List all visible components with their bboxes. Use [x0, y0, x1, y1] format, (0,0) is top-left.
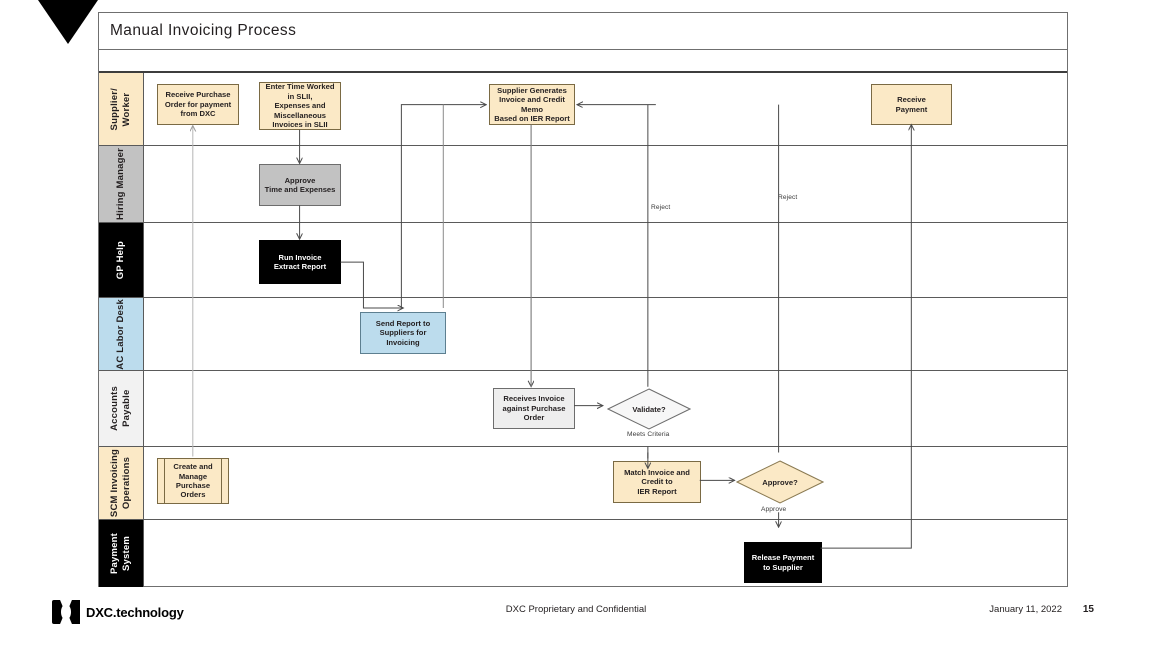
- footer-date: January 11, 2022: [989, 604, 1062, 615]
- lane-label-accounts-payable: Accounts Payable: [109, 386, 132, 431]
- lane-ac-labor-desk: AC Labor Desk Send Report to Suppliers f…: [99, 298, 1067, 371]
- lane-label-payment-system: Payment System: [109, 533, 132, 575]
- lane-body-supplier-worker: Receive Purchase Order for payment from …: [144, 73, 1067, 145]
- lane-label-hiring-manager: Hiring Manager: [115, 148, 126, 220]
- node-create-manage-po[interactable]: Create and Manage Purchase Orders: [157, 458, 229, 504]
- page-footer: DXC.technology DXC Proprietary and Confi…: [0, 588, 1152, 648]
- dxc-logo-icon: [52, 600, 80, 624]
- lane-body-gp-help: Run Invoice Extract Report: [144, 223, 1067, 297]
- node-receive-purchase-order[interactable]: Receive Purchase Order for payment from …: [157, 84, 239, 125]
- lane-header-hiring-manager: Hiring Manager: [99, 146, 144, 222]
- lane-body-hiring-manager: Approve Time and Expenses Reject Reject: [144, 146, 1067, 222]
- node-supplier-generates-invoice[interactable]: Supplier Generates Invoice and Credit Me…: [489, 84, 575, 125]
- lane-label-supplier-worker: Supplier/ Worker: [109, 87, 132, 131]
- node-send-report-suppliers[interactable]: Send Report to Suppliers for Invoicing: [360, 312, 446, 354]
- edge-label-approve: Approve: [759, 506, 789, 513]
- page-title: Manual Invoicing Process: [110, 22, 297, 39]
- node-release-payment[interactable]: Release Payment to Supplier: [744, 542, 822, 583]
- lane-container: Supplier/ Worker Receive Purchase Order …: [99, 73, 1067, 587]
- footer-page-number: 15: [1082, 604, 1094, 615]
- lane-body-payment-system: Release Payment to Supplier: [144, 520, 1067, 587]
- lane-payment-system: Payment System Release Payment to Suppli…: [99, 520, 1067, 587]
- lane-label-scm-invoicing: SCM Invoicing Operations: [109, 448, 132, 518]
- corner-triangle-icon: [38, 0, 98, 44]
- lane-header-scm-invoicing: SCM Invoicing Operations: [99, 447, 144, 519]
- dxc-logo: DXC.technology: [52, 600, 184, 624]
- lane-header-ac-labor-desk: AC Labor Desk: [99, 298, 144, 370]
- node-approve-decision[interactable]: Approve?: [736, 460, 824, 504]
- node-match-invoice-credit[interactable]: Match Invoice and Credit to IER Report: [613, 461, 701, 503]
- dxc-logo-text: DXC.technology: [86, 604, 184, 620]
- diagram-subtitle-band: [99, 50, 1067, 73]
- swimlane-diagram: Manual Invoicing Process Supplier/ Worke…: [98, 12, 1068, 587]
- node-receives-invoice[interactable]: Receives Invoice against Purchase Order: [493, 388, 575, 429]
- lane-scm-invoicing: SCM Invoicing Operations Create and Mana…: [99, 447, 1067, 520]
- lane-hiring-manager: Hiring Manager Approve Time and Expenses…: [99, 146, 1067, 223]
- lane-label-ac-labor-desk: AC Labor Desk: [115, 298, 126, 370]
- node-enter-time-worked[interactable]: Enter Time Worked in SLII, Expenses and …: [259, 82, 341, 130]
- lane-header-gp-help: GP Help: [99, 223, 144, 297]
- node-validate-label: Validate?: [632, 404, 666, 414]
- confidentiality-notice: DXC Proprietary and Confidential: [505, 604, 647, 615]
- lane-header-payment-system: Payment System: [99, 520, 144, 587]
- node-validate[interactable]: Validate?: [607, 388, 691, 430]
- node-run-invoice-extract[interactable]: Run Invoice Extract Report: [259, 240, 341, 284]
- lane-body-ac-labor-desk: Send Report to Suppliers for Invoicing: [144, 298, 1067, 370]
- lane-body-scm-invoicing: Create and Manage Purchase Orders Match …: [144, 447, 1067, 519]
- node-approve-time-expenses[interactable]: Approve Time and Expenses: [259, 164, 341, 206]
- edge-label-meets-criteria: Meets Criteria: [625, 431, 672, 438]
- edge-label-reject-2: Reject: [776, 194, 800, 201]
- lane-body-accounts-payable: Receives Invoice against Purchase Order …: [144, 371, 1067, 446]
- lane-accounts-payable: Accounts Payable Receives Invoice agains…: [99, 371, 1067, 447]
- edge-label-reject-1: Reject: [649, 204, 673, 211]
- lane-label-gp-help: GP Help: [115, 240, 126, 280]
- lane-header-supplier-worker: Supplier/ Worker: [99, 73, 144, 145]
- lane-supplier-worker: Supplier/ Worker Receive Purchase Order …: [99, 73, 1067, 146]
- lane-gp-help: GP Help Run Invoice Extract Report: [99, 223, 1067, 298]
- lane-header-accounts-payable: Accounts Payable: [99, 371, 144, 446]
- node-receive-payment[interactable]: Receive Payment: [871, 84, 952, 125]
- node-approve-label: Approve?: [762, 477, 798, 487]
- diagram-title-band: Manual Invoicing Process: [99, 13, 1067, 50]
